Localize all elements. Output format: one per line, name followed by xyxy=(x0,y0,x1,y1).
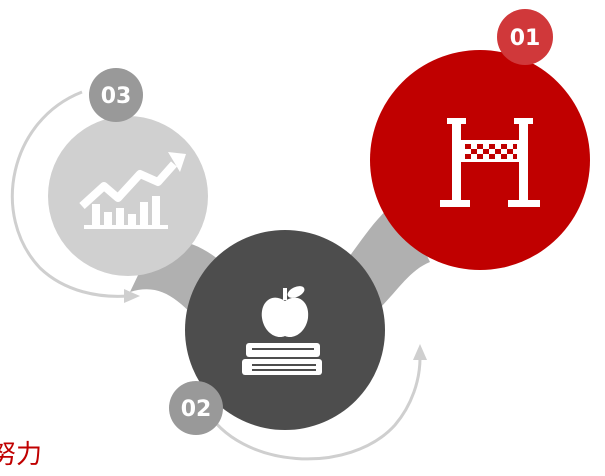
step-02-number: 02 xyxy=(181,397,212,422)
step-01-number: 01 xyxy=(510,26,541,51)
step-03-number: 03 xyxy=(101,84,132,109)
step-02-badge: 02 xyxy=(169,381,223,435)
cycle-arrow-03 xyxy=(10,90,140,303)
step-01-badge: 01 xyxy=(497,9,553,65)
cycle-arrow-02 xyxy=(203,344,427,461)
step-03-badge: 03 xyxy=(89,68,143,122)
finish-line-icon xyxy=(440,118,540,207)
step-03-circle xyxy=(48,116,208,276)
apple-on-books-icon xyxy=(242,286,322,375)
bottom-caption: 努力 xyxy=(0,440,43,470)
growth-chart-icon xyxy=(79,152,186,229)
